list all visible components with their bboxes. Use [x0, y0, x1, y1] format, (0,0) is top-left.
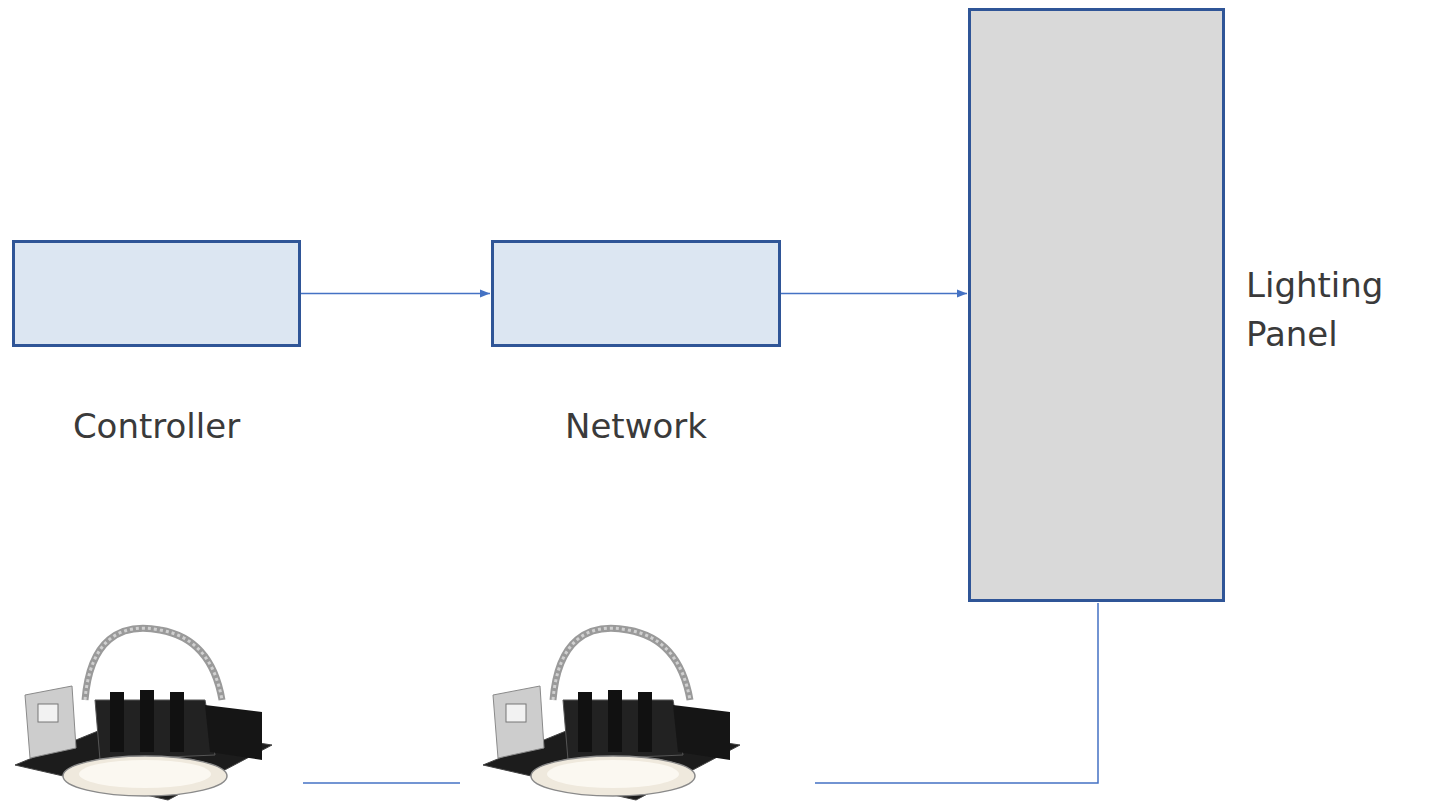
node-label: Network	[454, 402, 818, 451]
wire	[303, 782, 460, 784]
controller-box: Controller	[12, 240, 301, 347]
arrow-connector	[781, 293, 967, 295]
downlight-fixture	[15, 628, 272, 800]
node-label: Lighting Panel	[1246, 261, 1446, 360]
wire	[815, 603, 1098, 783]
network-box: Network	[491, 240, 781, 347]
arrow-connector	[301, 293, 490, 295]
node-label: Controller	[0, 402, 338, 451]
downlight-fixture	[483, 628, 740, 800]
lighting-panel-box: Lighting Panel	[968, 8, 1225, 602]
